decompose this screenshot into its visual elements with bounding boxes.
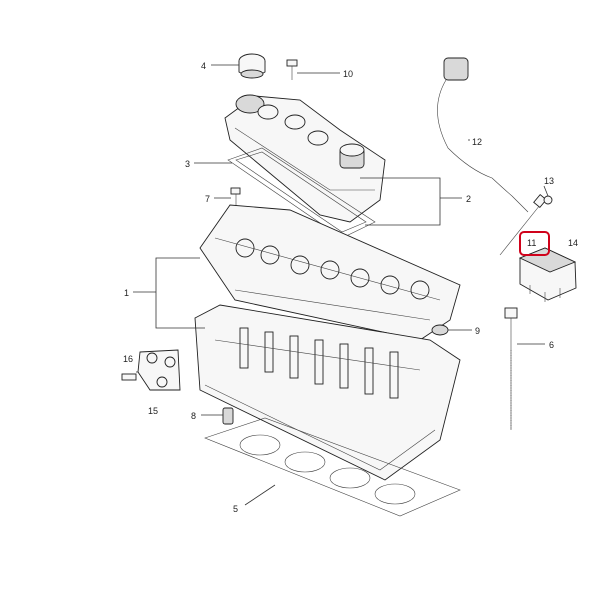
- dowel-sleeve: [222, 407, 234, 425]
- head-plug: [431, 324, 449, 336]
- small-fastener: [543, 195, 553, 205]
- callout-14: 14: [568, 238, 578, 248]
- cylinder-head: [194, 304, 461, 481]
- callout-2: 2: [466, 194, 471, 204]
- leader-lines: [133, 64, 549, 506]
- callout-7: 7: [205, 194, 210, 204]
- callout-1: 1: [124, 288, 129, 298]
- callout-3: 3: [185, 159, 190, 169]
- callout-11: 11: [527, 238, 536, 248]
- callout-11-highlight: [519, 231, 550, 256]
- camshaft-carrier: [199, 204, 461, 341]
- cover-gasket: [227, 147, 376, 239]
- control-module: [518, 247, 577, 302]
- cover-bolt: [286, 59, 298, 80]
- callout-labels: 1 2 3 4 5 6 7 8 9 10 11 12 13 14 15 16: [123, 61, 578, 514]
- callout-15: 15: [148, 406, 158, 416]
- callout-6: 6: [549, 340, 554, 350]
- callout-5: 5: [233, 504, 238, 514]
- callout-4: 4: [201, 61, 206, 71]
- callout-12: 12: [472, 137, 482, 147]
- callout-8: 8: [191, 411, 196, 421]
- valve-cover: [224, 94, 386, 223]
- glow-plug: [499, 193, 547, 256]
- oil-filler-cap: [238, 53, 266, 79]
- sensor-with-lead: [437, 57, 529, 213]
- callout-9: 9: [475, 326, 480, 336]
- callout-10: 10: [343, 69, 353, 79]
- callout-16: 16: [123, 354, 133, 364]
- lifting-bracket: [121, 349, 181, 391]
- head-bolt: [504, 307, 518, 430]
- head-gasket: [204, 417, 461, 517]
- callout-13: 13: [544, 176, 554, 186]
